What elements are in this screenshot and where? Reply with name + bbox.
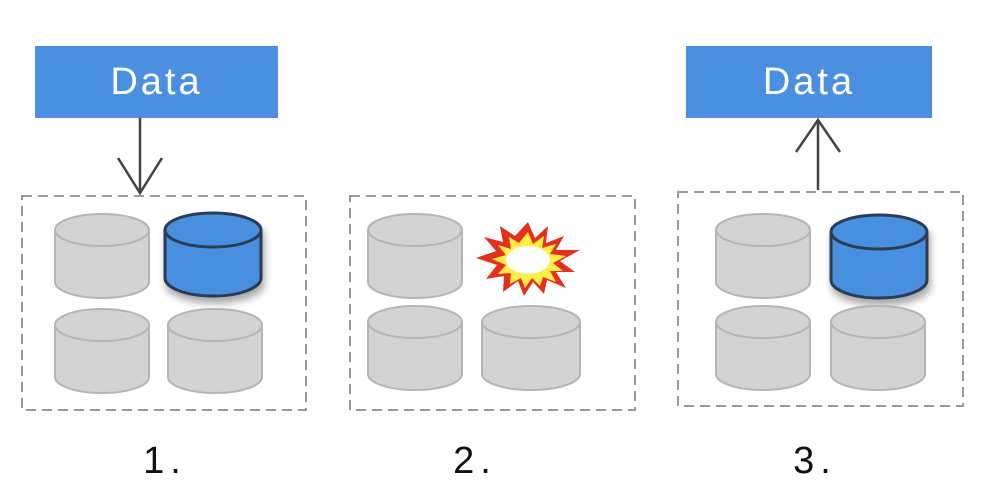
data-label: Data [110, 60, 203, 103]
step-label-1: 1. [143, 440, 187, 482]
cylinder-icon [367, 305, 463, 391]
step-label-2: 2. [453, 440, 497, 482]
disk-array-frame-step-3 [677, 191, 964, 407]
arrow-up-icon [794, 117, 842, 190]
data-box-step-1: Data [35, 46, 278, 118]
cylinder-icon [367, 213, 463, 299]
cylinder-icon [481, 305, 581, 391]
explosion-icon [476, 222, 580, 296]
cylinder-icon [54, 308, 150, 394]
cylinder-icon [163, 211, 263, 298]
disk-array-frame-step-1 [21, 195, 307, 411]
cylinder-icon [54, 213, 150, 299]
disk-array-frame-step-2 [349, 195, 636, 411]
arrow-down-icon [116, 118, 164, 196]
cylinder-icon [829, 213, 929, 300]
step-label-3: 3. [793, 440, 837, 482]
data-box-step-3: Data [686, 46, 932, 118]
cylinder-icon [830, 305, 926, 391]
cylinder-icon [167, 308, 263, 394]
cylinder-icon [715, 213, 811, 299]
cylinder-icon [715, 305, 811, 391]
data-label: Data [762, 60, 856, 103]
